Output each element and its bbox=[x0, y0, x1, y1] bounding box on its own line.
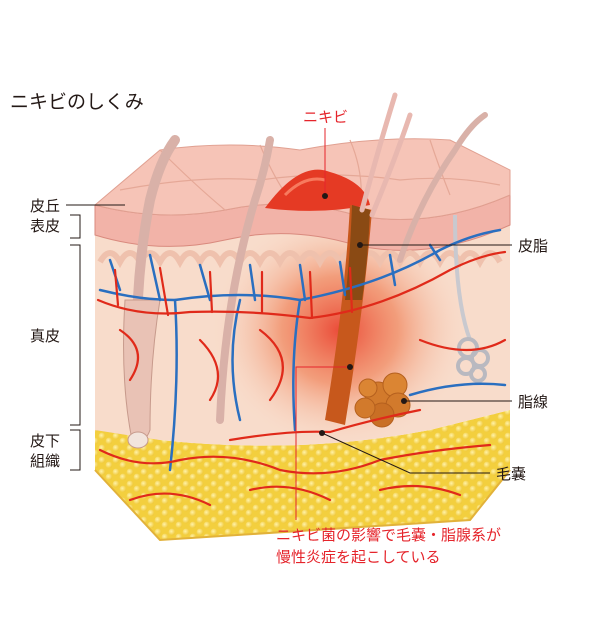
hair-shaft-right bbox=[216, 136, 274, 424]
label-acne: ニキビ bbox=[303, 108, 348, 126]
block-bottom-edge bbox=[94, 469, 511, 542]
diagram-title: ニキビのしくみ bbox=[10, 91, 144, 113]
dermis-bracket bbox=[70, 244, 81, 426]
follicle-leader-dot bbox=[319, 430, 325, 436]
label-hair-follicle: 毛嚢 bbox=[496, 465, 526, 483]
skin-ridges bbox=[119, 139, 501, 211]
sebaceous-leader-dot bbox=[401, 398, 407, 404]
acne-bump-highlight bbox=[283, 177, 326, 197]
veins bbox=[98, 228, 507, 472]
caption-leader-dot bbox=[347, 364, 353, 370]
label-subcutaneous-1: 皮下 bbox=[30, 432, 60, 450]
hair-bulb-left bbox=[127, 431, 149, 449]
hair-shaft-center-2 bbox=[369, 112, 413, 218]
arteries bbox=[96, 250, 507, 507]
layer-labels: 皮丘 表皮 真皮 皮下 組織 bbox=[30, 197, 125, 471]
acne-leader-dot bbox=[322, 193, 328, 199]
sweat-gland bbox=[453, 214, 490, 383]
caption-line-2: 慢性炎症を起こしている bbox=[276, 548, 441, 566]
caption-line-1: ニキビ菌の影響で毛嚢・脂腺系が bbox=[276, 526, 501, 544]
sebum-leader-dot bbox=[357, 242, 363, 248]
hair-shaft-far-right bbox=[397, 112, 488, 263]
caption-leader bbox=[295, 366, 350, 520]
acne-bump bbox=[265, 169, 370, 211]
epidermis-bracket bbox=[70, 214, 81, 239]
label-sebaceous-gland: 脂線 bbox=[518, 393, 548, 411]
label-subcutaneous-2: 組織 bbox=[30, 452, 60, 470]
label-dermis: 真皮 bbox=[30, 327, 60, 345]
subcutaneous-fat bbox=[95, 410, 510, 540]
label-hifukyu: 皮丘 bbox=[30, 197, 60, 215]
label-epidermis: 表皮 bbox=[30, 217, 60, 235]
hair-shaft-center bbox=[359, 92, 398, 213]
follicle-leader bbox=[321, 432, 490, 474]
label-sebum: 皮脂 bbox=[518, 237, 548, 255]
subcutaneous-bracket bbox=[70, 429, 81, 471]
